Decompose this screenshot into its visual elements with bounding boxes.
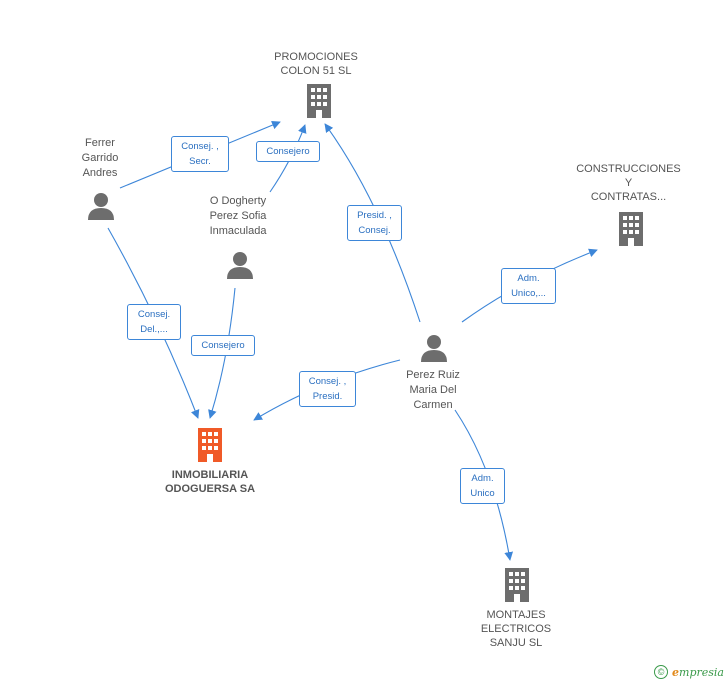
building-icon[interactable] [305,84,333,123]
edge-label-ferrer-promociones[interactable]: Consej. , Secr. [171,136,229,172]
brand-footer: © empresia [654,665,724,679]
edge-label-odogherty-inmobiliaria[interactable]: Consejero [191,335,255,356]
node-label-montajes: MONTAJES ELECTRICOS SANJU SL [480,609,552,649]
node-label-construcciones: CONSTRUCCIONES Y CONTRATAS... [576,163,681,203]
brand-logo[interactable]: empresia [672,665,724,679]
node-label-inmobiliaria: INMOBILIARIA ODOGUERSA SA [164,469,256,495]
edge-odogherty-inmobiliaria [208,287,236,419]
person-icon[interactable] [87,192,115,225]
edge-label-perez-montajes[interactable]: Adm. Unico [460,468,505,504]
person-icon[interactable] [226,251,254,284]
node-label-odogherty: O Dogherty Perez Sofia Inmaculada [209,195,267,237]
person-icon[interactable] [420,334,448,367]
edge-label-perez-promociones[interactable]: Presid. , Consej. [347,205,402,241]
edge-label-odogherty-promociones[interactable]: Consejero [256,141,320,162]
node-label-ferrer: Ferrer Garrido Andres [81,137,119,179]
building-icon[interactable] [196,428,224,467]
node-label-perez: Perez Ruiz Maria Del Carmen [406,369,460,411]
copyright-icon: © [654,665,669,679]
edge-label-ferrer-inmobiliaria[interactable]: Consej. Del.,... [127,304,181,340]
node-label-promociones: PROMOCIONES COLON 51 SL [274,51,358,77]
building-icon[interactable] [617,212,645,251]
building-icon[interactable] [503,568,531,607]
edge-label-perez-inmobiliaria[interactable]: Consej. , Presid. [299,371,356,407]
edge-label-perez-construcciones[interactable]: Adm. Unico,... [501,268,556,304]
